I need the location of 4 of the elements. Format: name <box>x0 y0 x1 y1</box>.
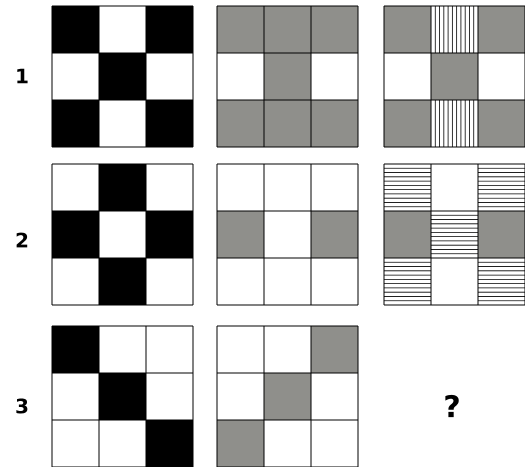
row-number: 1 <box>17 68 28 84</box>
question-mark: ? <box>445 394 459 418</box>
row-number: 3 <box>16 398 28 414</box>
row-number: 2 <box>16 232 28 248</box>
